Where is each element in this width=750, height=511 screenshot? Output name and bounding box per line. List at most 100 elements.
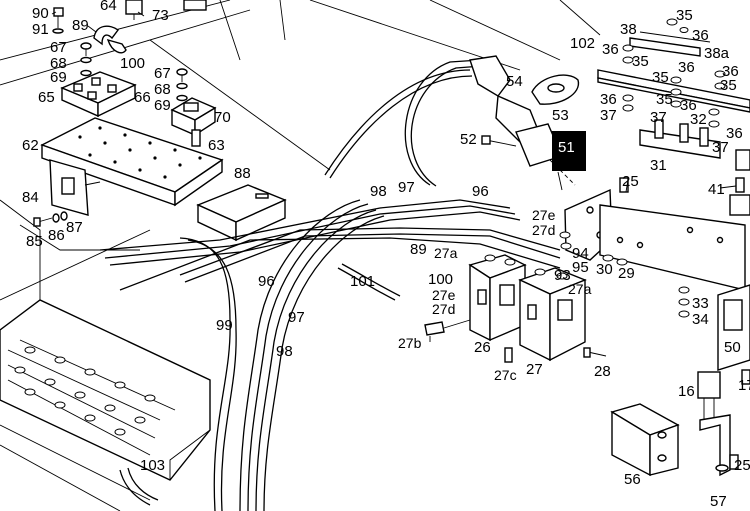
label-91: 91 bbox=[32, 21, 49, 38]
part-73 bbox=[183, 0, 207, 11]
label-38a: 38a bbox=[704, 45, 730, 62]
label-57: 57 bbox=[710, 493, 727, 510]
label-36: 36 bbox=[726, 125, 743, 142]
label-36: 36 bbox=[692, 27, 709, 44]
label-54: 54 bbox=[506, 73, 523, 90]
screws-90-91 bbox=[52, 7, 64, 34]
label-27e: 27e bbox=[432, 287, 456, 303]
screws-85-87 bbox=[33, 211, 68, 227]
label-16: 16 bbox=[678, 383, 695, 400]
label-95: 95 bbox=[572, 259, 589, 276]
contactor-26 bbox=[468, 254, 527, 342]
relay-16 bbox=[697, 371, 721, 420]
label-101: 101 bbox=[350, 273, 375, 290]
screws-67b-69b bbox=[176, 68, 188, 102]
leader-lines bbox=[51, 11, 737, 342]
label-27d: 27d bbox=[432, 301, 455, 317]
label-35: 35 bbox=[652, 69, 669, 86]
label-37: 37 bbox=[650, 109, 667, 126]
label-99: 99 bbox=[216, 317, 233, 334]
label-27c: 27c bbox=[494, 367, 517, 383]
label-38: 38 bbox=[620, 21, 637, 38]
box-88 bbox=[196, 184, 287, 242]
label-68: 68 bbox=[154, 81, 171, 98]
label-35: 35 bbox=[632, 53, 649, 70]
label-30: 30 bbox=[596, 261, 613, 278]
label-27a: 27a bbox=[568, 281, 592, 297]
label-50: 50 bbox=[724, 339, 741, 356]
label-87: 87 bbox=[66, 219, 83, 236]
cable-bundles bbox=[99, 199, 561, 511]
label-35: 35 bbox=[720, 77, 737, 94]
label-103: 103 bbox=[140, 457, 165, 474]
label-96: 96 bbox=[472, 183, 489, 200]
label-37: 37 bbox=[600, 107, 617, 124]
label-69: 69 bbox=[154, 97, 171, 114]
mounting-plate bbox=[564, 188, 746, 291]
label-67: 67 bbox=[154, 65, 171, 82]
label-68: 68 bbox=[50, 55, 67, 72]
terminal-27b bbox=[424, 319, 471, 336]
label-66: 66 bbox=[134, 89, 151, 106]
right-edge-box bbox=[729, 149, 750, 216]
label-27d: 27d bbox=[532, 222, 555, 238]
label-27a: 27a bbox=[434, 245, 458, 261]
plug-53 bbox=[531, 74, 580, 105]
label-29: 29 bbox=[618, 265, 635, 282]
screws-29-30 bbox=[602, 254, 628, 266]
bracket-84 bbox=[49, 159, 101, 216]
label-84: 84 bbox=[22, 189, 39, 206]
part-64 bbox=[125, 0, 143, 20]
plate-50 bbox=[717, 284, 750, 371]
label-97: 97 bbox=[398, 179, 415, 196]
label-36: 36 bbox=[680, 97, 697, 114]
label-100: 100 bbox=[120, 55, 145, 72]
label-28: 28 bbox=[594, 363, 611, 380]
callout-labels: 90 91 89 64 73 67 68 69 65 66 100 67 68 … bbox=[22, 0, 750, 510]
label-33: 33 bbox=[692, 295, 709, 312]
label-35: 35 bbox=[656, 91, 673, 108]
label-67: 67 bbox=[50, 39, 67, 56]
label-56: 56 bbox=[624, 471, 641, 488]
label-34: 34 bbox=[692, 311, 709, 328]
label-98: 98 bbox=[370, 183, 387, 200]
screws-67-69 bbox=[80, 42, 92, 77]
label-89: 89 bbox=[72, 17, 89, 34]
contactor-studs bbox=[484, 231, 572, 280]
label-88: 88 bbox=[234, 165, 251, 182]
label-27e: 27e bbox=[532, 207, 556, 223]
hose-89 bbox=[93, 25, 127, 54]
label-41: 41 bbox=[708, 181, 725, 198]
label-70: 70 bbox=[214, 109, 231, 126]
label-73: 73 bbox=[152, 7, 169, 24]
bracket-57 bbox=[699, 414, 731, 477]
label-36: 36 bbox=[722, 63, 739, 80]
label-97: 97 bbox=[288, 309, 305, 326]
module-56 bbox=[610, 403, 680, 477]
label-36: 36 bbox=[600, 91, 617, 108]
label-36: 36 bbox=[678, 59, 695, 76]
bolt-52 bbox=[481, 135, 517, 147]
label-89: 89 bbox=[410, 241, 427, 258]
label-51: 51 bbox=[558, 139, 575, 156]
label-25: 25 bbox=[622, 173, 639, 190]
label-94: 94 bbox=[572, 245, 589, 262]
relay-block-65-66 bbox=[60, 71, 137, 118]
bolt-63 bbox=[191, 129, 201, 147]
label-85: 85 bbox=[26, 233, 43, 250]
label-100: 100 bbox=[428, 271, 453, 288]
label-27b: 27b bbox=[398, 335, 422, 351]
screw-27c bbox=[504, 347, 513, 363]
label-64: 64 bbox=[100, 0, 117, 14]
screws-33-34 bbox=[678, 286, 690, 318]
label-65: 65 bbox=[38, 89, 55, 106]
label-93: 93 bbox=[554, 267, 571, 284]
label-90: 90 bbox=[32, 5, 49, 22]
battery-tray bbox=[0, 299, 211, 511]
label-63: 63 bbox=[208, 137, 225, 154]
label-52: 52 bbox=[460, 131, 477, 148]
contactor-27 bbox=[518, 267, 587, 362]
label-96: 96 bbox=[258, 273, 275, 290]
label-32: 32 bbox=[690, 111, 707, 128]
